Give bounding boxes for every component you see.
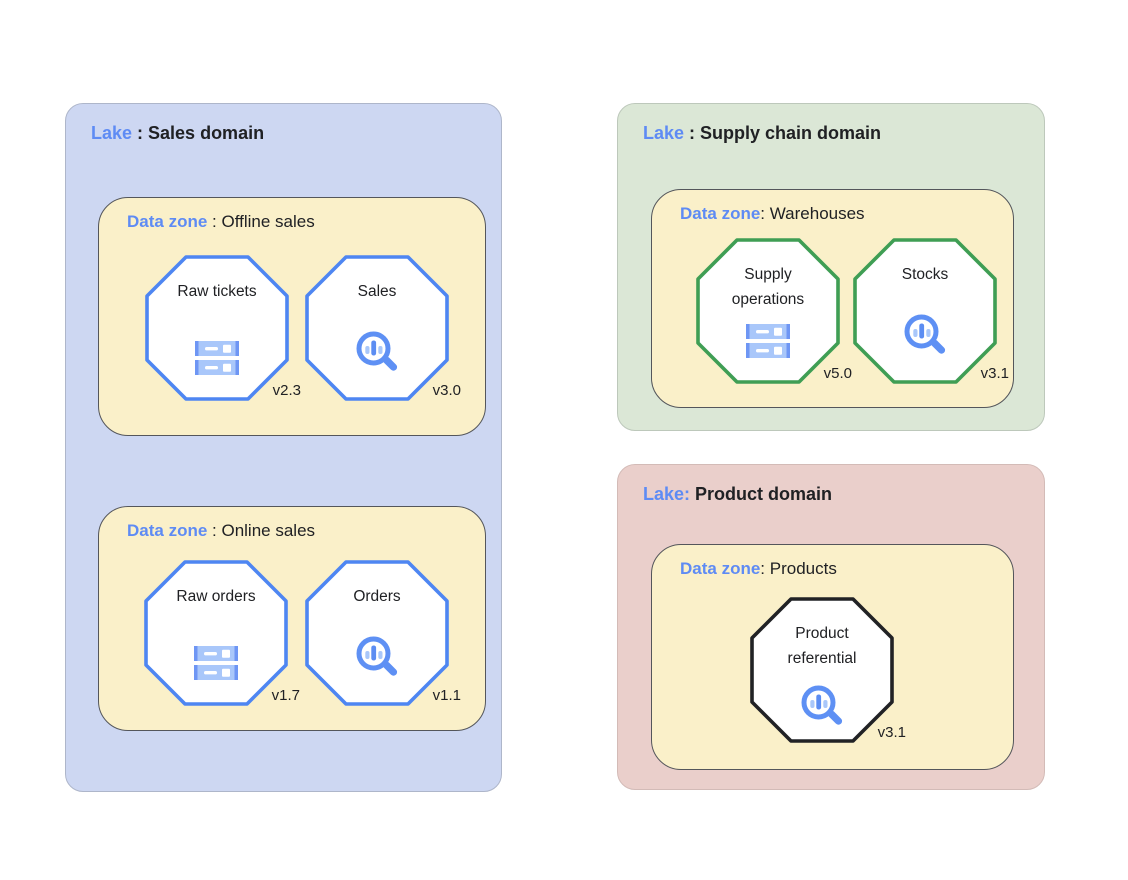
zone-label: Data zone: [127, 521, 208, 540]
lake-title: Lake : Sales domain: [91, 123, 264, 144]
entity-octagon: [144, 560, 288, 706]
search-chart-icon: [799, 683, 845, 734]
entity-name: Sales: [357, 283, 397, 300]
lake-supply-chain-domain: Lake : Supply chain domain Data zone: Wa…: [617, 103, 1045, 431]
entity-raw-orders: Raw orders: [144, 560, 300, 706]
lake-name: Supply chain domain: [700, 123, 882, 143]
entity-octagon: [305, 255, 449, 401]
entity-version: v3.0: [432, 382, 461, 399]
entity-name: Raw tickets: [177, 283, 257, 300]
lake-product-domain: Lake: Product domain Data zone: Products…: [617, 464, 1045, 790]
entity-version: v3.1: [877, 724, 906, 741]
zone-label: Data zone: [680, 559, 761, 578]
entity-supply-operations: Supply operations: [696, 238, 852, 384]
zone-name: Online sales: [221, 521, 316, 540]
entity-octagon: [696, 238, 840, 384]
entity-stocks: Stocks v3.1: [853, 238, 1009, 384]
lake-label: Lake: [91, 123, 133, 143]
zone-products: Data zone: Products Product referential: [651, 544, 1014, 770]
lake-title: Lake : Supply chain domain: [643, 123, 881, 144]
entity-name: Supply operations: [731, 266, 805, 308]
zone-title-separator: :: [207, 521, 222, 540]
search-chart-icon: [902, 312, 948, 363]
lake-label: Lake: [643, 123, 685, 143]
entity-octagon: [305, 560, 449, 706]
zone-title: Data zone : Online sales: [127, 521, 315, 541]
lake-label: Lake:: [643, 484, 691, 504]
entity-octagon: [853, 238, 997, 384]
entity-raw-tickets: Raw tickets: [145, 255, 301, 401]
entity-product-referential: Product referential v3.1: [750, 597, 906, 743]
storage-icon: [195, 341, 239, 381]
zone-title-separator: :: [760, 204, 770, 223]
zone-online-sales: Data zone : Online sales Raw orders: [98, 506, 486, 731]
zone-title: Data zone : Offline sales: [127, 212, 315, 232]
zone-title-separator: :: [207, 212, 222, 231]
entity-version: v5.0: [823, 365, 852, 382]
lake-title-separator: :: [132, 123, 149, 143]
entity-name: Product referential: [787, 625, 857, 667]
lake-name: Product domain: [695, 484, 833, 504]
zone-title-separator: :: [760, 559, 770, 578]
entity-version: v1.1: [432, 687, 461, 704]
entity-name: Stocks: [901, 266, 949, 283]
zone-title: Data zone: Warehouses: [680, 204, 865, 224]
entity-name: Orders: [353, 588, 401, 605]
zone-name: Products: [769, 559, 837, 578]
zone-name: Offline sales: [221, 212, 315, 231]
zone-offline-sales: Data zone : Offline sales Raw tickets: [98, 197, 486, 436]
zone-label: Data zone: [680, 204, 761, 223]
entity-octagon: [750, 597, 894, 743]
zone-warehouses: Data zone: Warehouses Supply operations: [651, 189, 1014, 408]
zone-name: Warehouses: [769, 204, 865, 223]
entity-orders: Orders v1.1: [305, 560, 461, 706]
lake-title: Lake: Product domain: [643, 484, 832, 505]
zone-label: Data zone: [127, 212, 208, 231]
entity-name: Raw orders: [176, 588, 256, 605]
search-chart-icon: [354, 329, 400, 380]
lake-sales-domain: Lake : Sales domain Data zone : Offline …: [65, 103, 502, 792]
storage-icon: [194, 646, 238, 686]
lake-title-separator: :: [684, 123, 701, 143]
lake-name: Sales domain: [148, 123, 265, 143]
entity-sales: Sales v3.0: [305, 255, 461, 401]
entity-version: v3.1: [980, 365, 1009, 382]
entity-version: v1.7: [271, 687, 300, 704]
entity-version: v2.3: [272, 382, 301, 399]
storage-icon: [746, 324, 790, 364]
zone-title: Data zone: Products: [680, 559, 837, 579]
entity-octagon: [145, 255, 289, 401]
search-chart-icon: [354, 634, 400, 685]
